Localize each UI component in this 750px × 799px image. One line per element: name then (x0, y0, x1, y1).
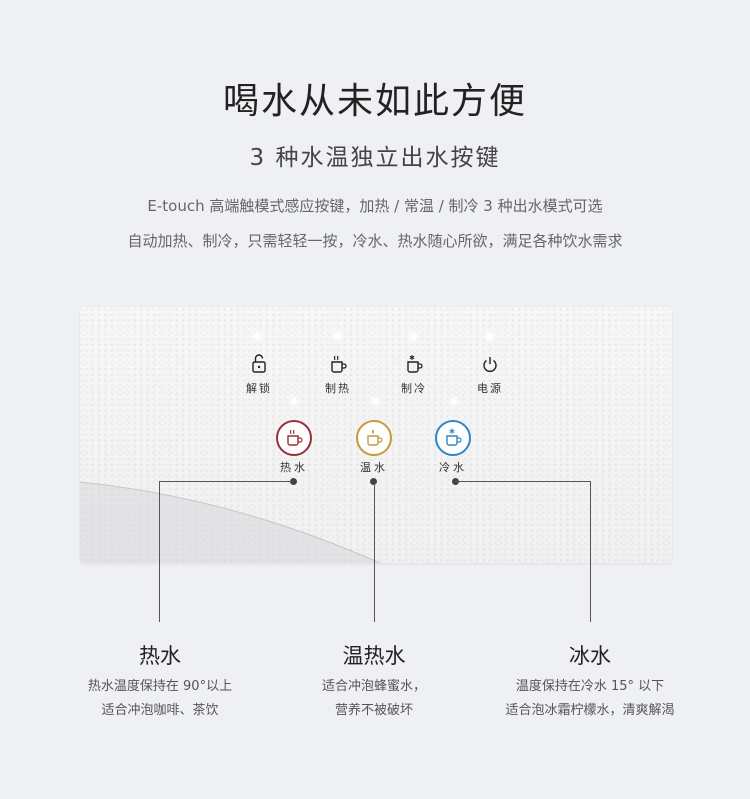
hot-water-button[interactable] (276, 420, 312, 456)
hot-water-label: 热水 (280, 461, 308, 474)
feature-line-2: 适合冲泡咖啡、茶饮 (101, 703, 219, 718)
callout-line-hot-vertical (159, 481, 160, 622)
cool-label: 制冷 (401, 382, 427, 395)
callout-line-cold-vertical (590, 481, 591, 622)
callout-line-hot-horizontal (159, 481, 293, 482)
description-line-1: E-touch 高端触模式感应按键，加热 / 常温 / 制冷 3 种出水模式可选 (147, 197, 603, 215)
power-icon (483, 357, 497, 372)
cold-cup-icon (407, 355, 423, 373)
warm-water-icon (367, 429, 383, 446)
feature-line-1: 适合冲泡蜂蜜水， (321, 679, 426, 694)
indicator-led-heat (335, 334, 340, 339)
feature-title: 热水 (139, 644, 181, 668)
feature-line-1: 热水温度保持在 90°以上 (87, 679, 233, 694)
hot-cup-icon (331, 355, 347, 373)
hot-water-icon (287, 429, 303, 446)
page-title: 喝水从未如此方便 (222, 81, 527, 122)
warm-water-label: 温水 (360, 461, 388, 474)
feature-title: 温热水 (342, 644, 406, 668)
indicator-led-hot-water (291, 399, 296, 404)
unlock-label: 解锁 (246, 382, 272, 395)
callout-dot-warm (370, 478, 377, 485)
description-line-2: 自动加热、制冷，只需轻轻一按，冷水、热水随心所欲，满足各种饮水需求 (127, 232, 623, 250)
heat-label: 制热 (325, 382, 351, 395)
warm-water-button[interactable] (356, 420, 392, 456)
cold-water-icon (446, 428, 462, 446)
indicator-led-unlock (255, 334, 260, 339)
callout-line-cold-horizontal (455, 481, 591, 482)
feature-line-2: 适合泡冰霜柠檬水，清爽解渴 (505, 703, 675, 718)
cold-water-label: 冷水 (439, 461, 467, 474)
cold-water-button[interactable] (435, 420, 471, 456)
indicator-led-power (487, 334, 492, 339)
unlock-icon (252, 354, 266, 373)
callout-dot-hot (290, 478, 297, 485)
control-panel: 解锁 制热 制冷 电源 热水 (80, 307, 672, 563)
feature-line-2: 营养不被破坏 (334, 703, 413, 718)
indicator-led-cool (411, 334, 416, 339)
callout-line-warm-vertical (374, 485, 375, 622)
page-subtitle: 3 种水温独立出水按键 (249, 145, 501, 171)
feature-line-1: 温度保持在冷水 15° 以下 (515, 679, 665, 694)
indicator-led-cold-water (451, 399, 456, 404)
feature-title: 冰水 (569, 644, 611, 668)
panel-curve-decoration (80, 481, 381, 563)
power-label: 电源 (477, 382, 503, 395)
indicator-led-warm-water (373, 399, 378, 404)
